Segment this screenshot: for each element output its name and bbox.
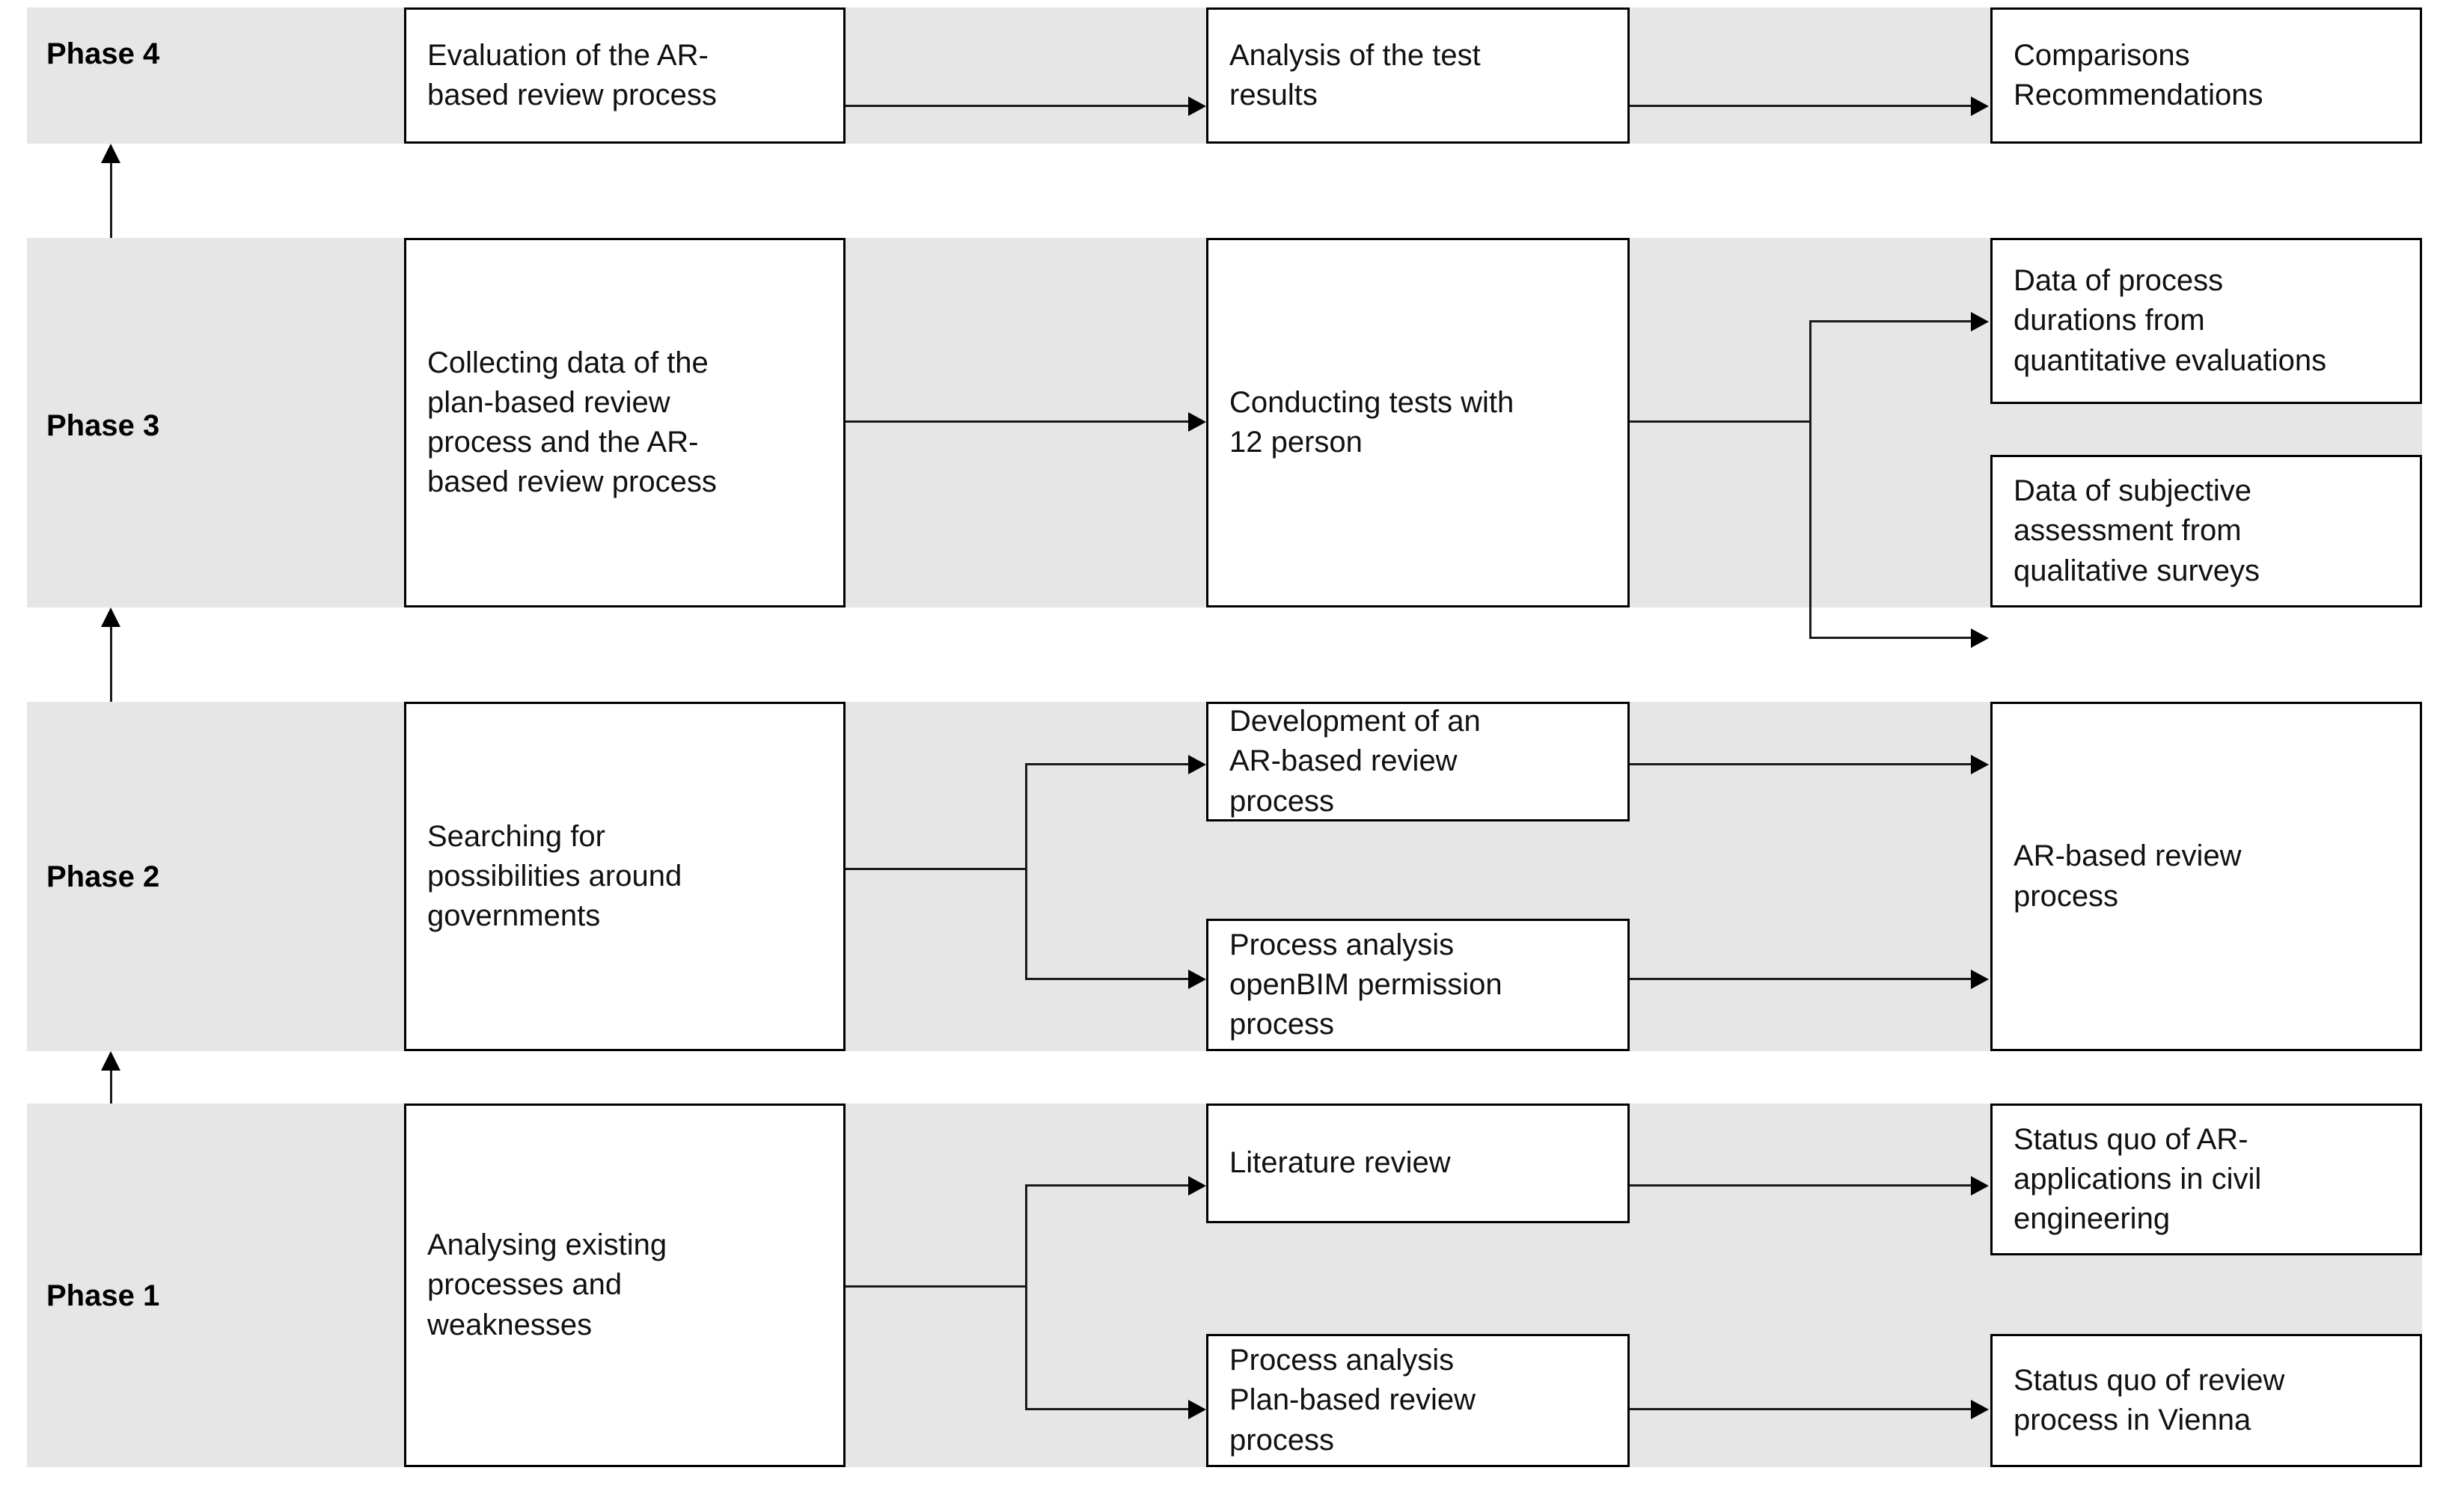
arrowhead-p4-n1-to-n2 bbox=[1188, 97, 1206, 116]
phase-progress-arrow-3-to-4 bbox=[101, 144, 120, 163]
connector-p3-split-to-bottom bbox=[1809, 637, 1972, 639]
connector-p2-split-stem bbox=[846, 868, 1027, 870]
arrowhead-p4-n2-to-n3 bbox=[1971, 97, 1989, 116]
connector-p4-n2-to-n3 bbox=[1630, 105, 1972, 107]
node-label: Evaluation of the AR- based review proce… bbox=[427, 38, 717, 111]
arrowhead-p3-to-quantitative bbox=[1971, 312, 1989, 331]
phase-progress-line-2-to-3 bbox=[110, 627, 112, 702]
node-label: Analysing existing processes and weaknes… bbox=[427, 1228, 667, 1341]
node-label: Status quo of AR- applications in civil … bbox=[2014, 1122, 2262, 1236]
phase-label-1: Phase 1 bbox=[46, 1279, 160, 1312]
node-analysis-test-results[interactable]: Analysis of the test results bbox=[1206, 7, 1630, 144]
arrowhead-p1-to-plan-based-analysis bbox=[1188, 1400, 1206, 1419]
node-ar-based-review-process-result[interactable]: AR-based review process bbox=[1990, 702, 2422, 1051]
phase-label-4: Phase 4 bbox=[46, 37, 160, 70]
node-label: Analysis of the test results bbox=[1229, 38, 1481, 111]
node-label: Collecting data of the plan-based review… bbox=[427, 346, 717, 499]
node-data-process-durations[interactable]: Data of process durations from quantitat… bbox=[1990, 238, 2422, 404]
node-evaluation-ar-review-process[interactable]: Evaluation of the AR- based review proce… bbox=[404, 7, 846, 144]
phase-progress-arrow-2-to-3 bbox=[101, 607, 120, 627]
node-process-analysis-openbim[interactable]: Process analysis openBIM permission proc… bbox=[1206, 919, 1630, 1051]
node-collecting-data-review-processes[interactable]: Collecting data of the plan-based review… bbox=[404, 238, 846, 607]
connector-p3-n1-to-n2 bbox=[846, 420, 1190, 423]
arrowhead-p1-plan-based-to-status-quo bbox=[1971, 1400, 1989, 1419]
node-label: Development of an AR-based review proces… bbox=[1229, 705, 1481, 818]
connector-p2-split-to-top bbox=[1025, 763, 1190, 765]
phase-label-3: Phase 3 bbox=[46, 409, 160, 442]
node-literature-review[interactable]: Literature review bbox=[1206, 1104, 1630, 1223]
arrowhead-p1-to-literature-review bbox=[1188, 1176, 1206, 1196]
phase-progress-line-3-to-4 bbox=[110, 163, 112, 238]
node-comparisons-recommendations[interactable]: Comparisons Recommendations bbox=[1990, 7, 2422, 144]
connector-p1-split-riser bbox=[1025, 1184, 1027, 1410]
arrowhead-p3-to-qualitative bbox=[1971, 628, 1989, 648]
node-label: Conducting tests with 12 person bbox=[1229, 385, 1514, 459]
connector-p1-split-to-bottom bbox=[1025, 1408, 1190, 1410]
node-label: Process analysis Plan-based review proce… bbox=[1229, 1344, 1476, 1457]
connector-p2-development-to-result bbox=[1630, 763, 1972, 765]
arrowhead-p1-literature-to-status-quo bbox=[1971, 1176, 1989, 1196]
node-process-analysis-plan-based[interactable]: Process analysis Plan-based review proce… bbox=[1206, 1334, 1630, 1467]
connector-p1-split-to-top bbox=[1025, 1184, 1190, 1187]
node-label: Data of process durations from quantitat… bbox=[2014, 264, 2327, 377]
node-label: Data of subjective assessment from quali… bbox=[2014, 474, 2260, 587]
phase-progress-arrow-1-to-2 bbox=[101, 1051, 120, 1071]
arrowhead-p2-development-to-result bbox=[1971, 755, 1989, 774]
connector-p4-n1-to-n2 bbox=[846, 105, 1190, 107]
node-label: Status quo of review process in Vienna bbox=[2014, 1363, 2285, 1436]
connector-p2-split-riser bbox=[1025, 763, 1027, 980]
node-label: Process analysis openBIM permission proc… bbox=[1229, 928, 1502, 1041]
node-conducting-tests-12-person[interactable]: Conducting tests with 12 person bbox=[1206, 238, 1630, 607]
arrowhead-p2-openbim-to-result bbox=[1971, 970, 1989, 989]
node-status-quo-ar-applications[interactable]: Status quo of AR- applications in civil … bbox=[1990, 1104, 2422, 1255]
connector-p3-split-stem bbox=[1630, 420, 1811, 423]
node-data-subjective-assessment[interactable]: Data of subjective assessment from quali… bbox=[1990, 455, 2422, 607]
connector-p3-split-to-top bbox=[1809, 320, 1972, 322]
connector-p1-split-stem bbox=[846, 1285, 1027, 1288]
connector-p2-openbim-to-result bbox=[1630, 978, 1972, 980]
node-label: AR-based review process bbox=[2014, 839, 2242, 913]
phase-label-2: Phase 2 bbox=[46, 860, 160, 893]
node-label: Literature review bbox=[1229, 1146, 1451, 1180]
connector-p3-split-riser bbox=[1809, 320, 1811, 639]
connector-p1-literature-to-status-quo bbox=[1630, 1184, 1972, 1187]
arrowhead-p2-to-openbim bbox=[1188, 970, 1206, 989]
node-status-quo-review-process-vienna[interactable]: Status quo of review process in Vienna bbox=[1990, 1334, 2422, 1467]
node-searching-possibilities-governments[interactable]: Searching for possibilities around gover… bbox=[404, 702, 846, 1051]
node-development-ar-review-process[interactable]: Development of an AR-based review proces… bbox=[1206, 702, 1630, 821]
node-label: Comparisons Recommendations bbox=[2014, 38, 2263, 111]
connector-p2-split-to-bottom bbox=[1025, 978, 1190, 980]
node-label: Searching for possibilities around gover… bbox=[427, 819, 682, 933]
node-analysing-existing-processes[interactable]: Analysing existing processes and weaknes… bbox=[404, 1104, 846, 1467]
connector-p1-plan-based-to-status-quo bbox=[1630, 1408, 1972, 1410]
arrowhead-p2-to-development bbox=[1188, 755, 1206, 774]
arrowhead-p3-n1-to-n2 bbox=[1188, 412, 1206, 432]
